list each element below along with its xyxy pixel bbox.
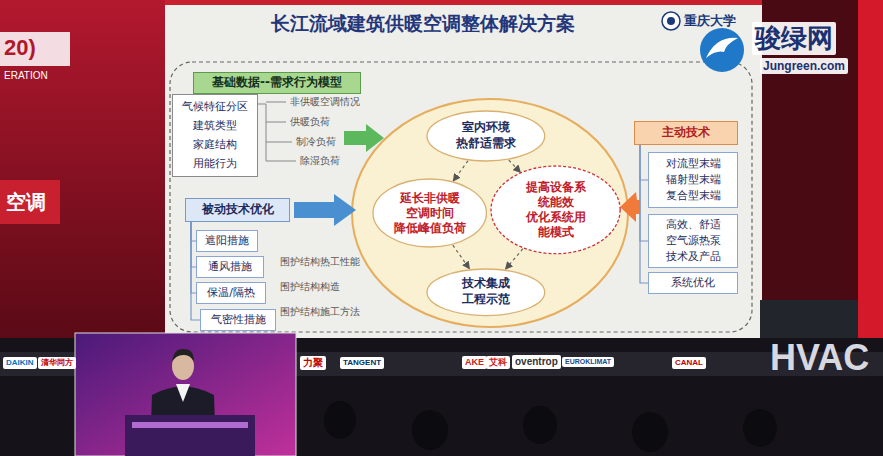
audience-head [324, 401, 356, 439]
university-logo [662, 12, 680, 30]
process-box: 通风措施 [196, 256, 264, 278]
node-text: 对流型末端 辐射型末端 复合型末端 [653, 156, 733, 204]
node-text: 延长非供暖 空调时间 降低峰值负荷 [391, 191, 469, 236]
goal-oval: 延长非供暖 空调时间 降低峰值负荷 [372, 178, 487, 248]
label-text: DAIKIN [3, 357, 37, 369]
oval-shape [427, 111, 545, 161]
process-box: 保温/隔热 [196, 282, 266, 304]
label-text: 艾科 [486, 356, 510, 369]
label-text: 非供暖空调情况 [290, 96, 360, 108]
audience-head [412, 410, 448, 450]
process-box: 高效、舒适 空气源热泵 技术及产品 [648, 214, 738, 268]
oval-shape [427, 269, 545, 316]
connector [640, 145, 648, 180]
connector [453, 161, 468, 181]
oval-shape [491, 166, 620, 254]
watermark-logo [706, 38, 738, 58]
node-text: 被动技术优化 [202, 202, 274, 218]
speaker-inset [75, 333, 296, 456]
watermark-logo [700, 28, 744, 72]
node-text: 系统优化 [671, 275, 715, 291]
process-box: 系统优化 [648, 272, 738, 294]
header-box: 基础数据--需求行为模型 [193, 72, 361, 94]
speaker-hair [172, 349, 194, 362]
label-text: 除湿负荷 [300, 155, 340, 167]
label-text: HVAC [770, 336, 869, 379]
blue-arrow [294, 194, 356, 226]
node-text: 技术集成 工程示范 [445, 276, 526, 307]
stage-table [760, 300, 858, 338]
label-text: 制冷负荷 [296, 136, 336, 148]
podium-stripe [132, 422, 248, 428]
label-text: 空调 [6, 190, 46, 214]
label-text: 围护结构热工性能 [280, 256, 360, 268]
node-text: 通风措施 [208, 259, 252, 275]
podium [125, 415, 255, 456]
label-text: 力聚 [300, 356, 326, 370]
data-box: 气候特征分区 建筑类型 家庭结构 用能行为 [172, 94, 258, 177]
projection-screen [165, 0, 762, 338]
label-text: 20) [4, 35, 36, 61]
node-text: 气密性措施 [211, 312, 266, 328]
connector [506, 249, 523, 269]
label-text: EUROKLIMAT [562, 357, 614, 367]
process-box: 遮阳措施 [196, 230, 258, 252]
audience-head [743, 409, 777, 447]
audience-head [523, 406, 557, 444]
label-text: 围护结构构造 [280, 281, 340, 293]
label-text: CANAL [672, 357, 706, 369]
label-text: 围护结构施工方法 [280, 306, 360, 318]
oval-shape [373, 179, 486, 247]
label-text: 骏绿网 [752, 22, 836, 55]
orange-arrow [620, 192, 640, 222]
label-text: oventrop [512, 355, 561, 369]
category-box: 被动技术优化 [185, 198, 290, 222]
screen-top-edge [165, 0, 762, 5]
label-text: ERATION [4, 70, 48, 82]
node-text: 提高设备系 统能效 优化系统用 能模式 [511, 180, 600, 240]
goal-oval: 提高设备系 统能效 优化系统用 能模式 [490, 165, 621, 255]
label-text: AKE [462, 356, 487, 369]
connector [640, 145, 648, 241]
audience-head [632, 412, 668, 452]
goal-oval: 室内环境 热舒适需求 [426, 110, 546, 162]
node-text: 基础数据--需求行为模型 [212, 75, 342, 91]
green-arrow [344, 124, 384, 152]
left-banner [0, 0, 168, 340]
label-text: Jungreen.com [760, 58, 848, 74]
category-box: 主动技术 [634, 121, 738, 145]
node-text: 高效、舒适 空气源热泵 技术及产品 [653, 217, 733, 265]
node-text: 遮阳措施 [205, 233, 249, 249]
label-text: 供暖负荷 [290, 116, 330, 128]
university-logo [667, 17, 675, 25]
banner-panel [0, 32, 70, 66]
label-text: 重庆大学 [684, 13, 736, 29]
connector [640, 145, 648, 283]
core-circle [352, 99, 628, 327]
bracket-line [258, 102, 296, 161]
goal-oval: 技术集成 工程示范 [426, 268, 546, 317]
node-text: 保温/隔热 [207, 285, 255, 301]
slide-title: 长江流域建筑供暖空调整体解决方案 [173, 11, 673, 37]
speaker-shirt [176, 384, 190, 402]
right-banner-stripe [858, 0, 883, 340]
connector [509, 160, 521, 172]
node-text: 室内环境 热舒适需求 [445, 120, 526, 151]
connector [453, 245, 470, 269]
label-text: TANGENT [340, 357, 384, 369]
process-box: 气密性措施 [200, 309, 276, 331]
node-text: 气候特征分区 建筑类型 家庭结构 用能行为 [177, 97, 253, 174]
dashed-frame [170, 62, 752, 332]
banner-panel [0, 180, 60, 224]
process-box: 对流型末端 辐射型末端 复合型末端 [648, 152, 738, 208]
node-text: 主动技术 [662, 125, 710, 141]
label-text: 清华同方 [38, 357, 76, 369]
